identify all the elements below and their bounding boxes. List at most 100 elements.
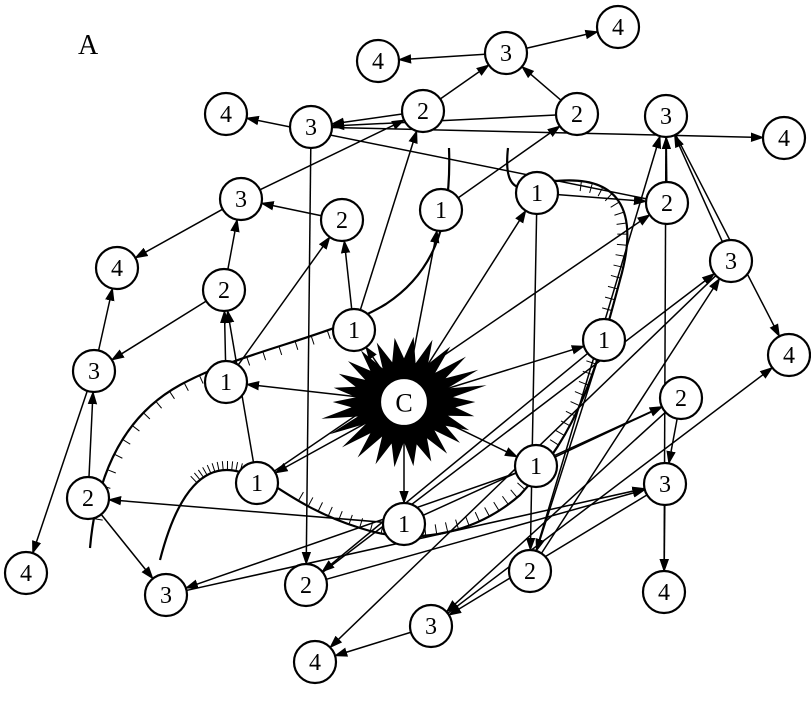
hatch-mark	[614, 211, 625, 216]
hatch-mark	[221, 461, 224, 471]
hatch-mark	[493, 501, 500, 511]
node-label: 1	[251, 471, 263, 497]
edge-n3b-n2c	[259, 119, 406, 191]
node-circle	[761, 115, 807, 161]
node-circle	[234, 460, 280, 506]
edge-n1b-n2a	[219, 309, 230, 362]
hatch-mark	[610, 274, 621, 279]
node-n2b: 2	[319, 197, 365, 243]
node-circle	[644, 180, 690, 226]
boundary-curve-3	[269, 179, 629, 538]
node-circle	[641, 569, 687, 615]
node-circle	[283, 562, 329, 608]
hatch-mark	[474, 511, 480, 522]
edge-n1c-n2h	[457, 125, 561, 199]
hatch-mark	[231, 461, 234, 471]
hatch-mark	[114, 453, 123, 459]
node-label: 1	[348, 318, 360, 344]
edge-n1d-n2f	[525, 213, 538, 552]
edge-n2a-n3a	[110, 300, 207, 361]
node-n1e: 1	[581, 317, 627, 363]
hatch-mark	[294, 341, 299, 350]
node-label: 2	[300, 573, 312, 599]
node-circle	[65, 475, 111, 521]
hatch-mark	[602, 307, 612, 311]
boundary-curve-4	[158, 468, 241, 561]
node-label: 2	[675, 386, 687, 412]
node-n4a: 4	[94, 245, 140, 291]
hatch-mark	[549, 439, 559, 446]
hatch-mark	[465, 516, 470, 526]
panel-label: A	[78, 30, 99, 61]
node-n1d: 1	[514, 170, 560, 216]
node-label: 3	[88, 359, 100, 385]
node-label: 3	[305, 115, 317, 141]
edge-n3d-n2g	[301, 147, 312, 566]
hatch-mark	[297, 491, 304, 502]
node-label: 3	[659, 472, 671, 498]
node-n4f: 4	[761, 115, 807, 161]
hatch-mark	[216, 461, 220, 471]
node-n3i: 3	[143, 572, 189, 618]
node-C: C	[378, 376, 430, 428]
hatch-mark	[517, 482, 526, 490]
node-label: 2	[661, 191, 673, 217]
node-circle	[483, 30, 529, 76]
node-n1a: 1	[331, 307, 377, 353]
node-circle	[71, 348, 117, 394]
node-circle	[507, 548, 553, 594]
node-label: 3	[725, 249, 737, 275]
edge-n1f-n3i	[184, 472, 517, 589]
hatch-mark	[604, 193, 613, 202]
node-n2d: 2	[644, 180, 690, 226]
node-label: C	[395, 389, 412, 418]
node-label: 2	[218, 278, 230, 304]
node-circle	[3, 550, 49, 596]
node-n4h: 4	[641, 569, 687, 615]
edge-n2h-n3c	[520, 65, 562, 101]
edge-n2f-n3f	[540, 277, 721, 554]
node-label: 4	[783, 343, 795, 369]
hatch-mark	[93, 518, 103, 521]
hatch-mark	[131, 425, 140, 432]
node-n2i: 2	[65, 475, 111, 521]
edge-n1g-n2i	[107, 496, 384, 524]
node-label: 2	[82, 486, 94, 512]
edge-n2a-n3b	[227, 218, 240, 270]
edges	[31, 29, 781, 657]
edge-n1b-n2b	[237, 235, 331, 366]
hatch-mark	[616, 222, 627, 225]
node-label: 1	[531, 181, 543, 207]
node-circle	[94, 245, 140, 291]
edge-n3d-n4f	[331, 126, 765, 142]
node-circle	[378, 376, 430, 428]
hatch-mark	[565, 410, 576, 417]
node-n3c: 3	[483, 30, 529, 76]
node-n4i: 4	[292, 639, 338, 685]
hatch-mark	[560, 420, 571, 427]
hatch-mark	[607, 285, 618, 290]
hatch-mark	[107, 469, 116, 474]
node-label: 2	[571, 102, 583, 128]
node-label: 3	[425, 614, 437, 640]
edge-n3f-n3e	[673, 133, 724, 243]
node-circle	[381, 501, 427, 547]
hatch-mark	[155, 400, 162, 409]
node-n3h: 3	[408, 603, 454, 649]
node-circle	[642, 461, 688, 507]
node-circle	[218, 176, 264, 222]
hatch-mark	[190, 475, 198, 484]
edge-n2c-n3c	[439, 64, 490, 100]
hatch-mark	[570, 401, 580, 407]
hatch-mark	[278, 346, 283, 356]
node-circle	[514, 170, 560, 216]
node-n3b: 3	[218, 176, 264, 222]
hatch-mark	[307, 497, 314, 507]
node-n2f: 2	[507, 548, 553, 594]
node-n3f: 3	[708, 238, 754, 284]
node-label: 2	[417, 99, 429, 125]
node-circle	[355, 38, 401, 84]
hatch-mark	[604, 296, 615, 301]
node-label: 3	[500, 41, 512, 67]
